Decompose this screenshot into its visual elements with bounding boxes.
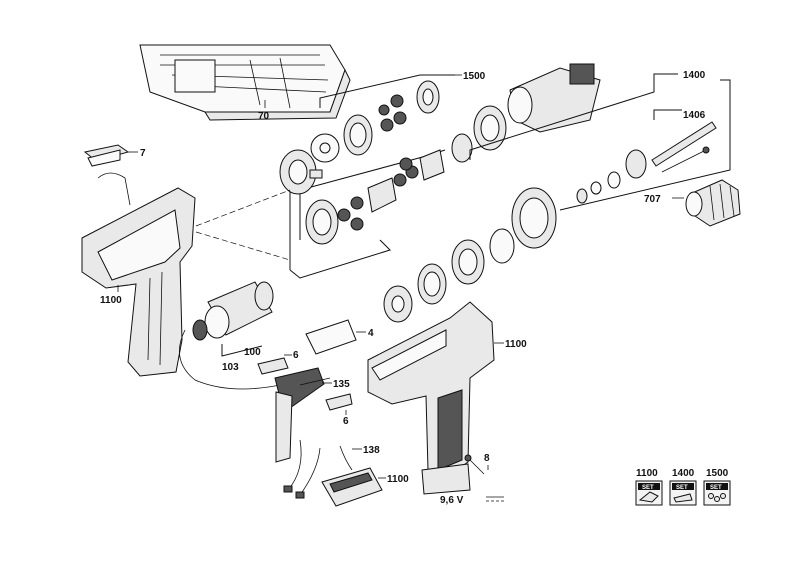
gear-stage-1 — [310, 80, 440, 163]
set-number-1100: 1100 — [636, 468, 658, 479]
clutch-parts — [383, 105, 515, 323]
label-motor: 100 — [244, 347, 261, 358]
wire-harness — [283, 439, 353, 499]
label-clip: 7 — [140, 148, 146, 159]
label-spindle: 1406 — [683, 110, 706, 121]
carrying-case — [139, 44, 351, 121]
set-tag-1100: SET — [642, 485, 654, 491]
set-number-1400: 1400 — [672, 468, 695, 479]
gear-set-icon: SET — [703, 480, 731, 506]
label-switch: 135 — [333, 379, 350, 390]
label-housing-left: 1100 — [100, 295, 122, 306]
ring-gear-housing — [279, 149, 323, 195]
gear-stage-2 — [305, 149, 445, 245]
set-tag-1400: SET — [676, 485, 688, 491]
housing-screw — [464, 454, 485, 475]
drive-icon: SET — [669, 480, 697, 506]
housing-icon: SET — [635, 480, 663, 506]
set-number-1500: 1500 — [706, 468, 729, 479]
label-case: 70 — [258, 111, 270, 122]
contact-spring-upper — [257, 357, 289, 375]
contact-spring-lower — [325, 393, 353, 411]
drive-frame — [469, 73, 731, 211]
motor — [178, 281, 281, 390]
trigger-switch — [274, 367, 331, 463]
label-spring-upper: 6 — [293, 350, 299, 361]
label-drive-assembly: 1400 — [683, 70, 706, 81]
keyless-chuck — [685, 179, 741, 227]
spindle-parts — [576, 121, 717, 204]
battery-pack — [321, 467, 383, 507]
label-spring-lower: 6 — [343, 416, 349, 427]
label-gearbox: 1500 — [463, 71, 486, 82]
dc-symbol — [486, 496, 504, 502]
nameplate — [305, 319, 357, 355]
label-screw: 8 — [484, 453, 490, 464]
label-wire: 138 — [363, 445, 380, 456]
label-motor-pinion: 103 — [222, 362, 239, 373]
voltage-label: 9,6 V — [440, 495, 464, 506]
set-tag-1500: SET — [710, 485, 722, 491]
set-legend: 1100 1400 1500 SET SET SET — [635, 468, 731, 506]
label-chuck: 707 — [644, 194, 661, 205]
housing-right-half — [367, 301, 495, 495]
label-plate: 4 — [368, 328, 374, 339]
torque-collar — [511, 187, 557, 249]
gearbox-housing — [507, 63, 601, 133]
housing-left-half — [81, 187, 291, 377]
switch-clip — [83, 144, 131, 206]
label-housing-right: 1100 — [505, 339, 527, 350]
label-battery: 1100 — [387, 474, 409, 485]
